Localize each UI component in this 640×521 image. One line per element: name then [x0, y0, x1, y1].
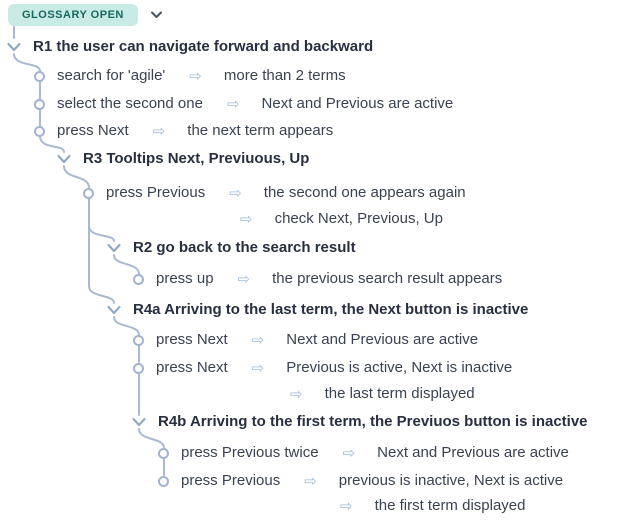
step-result: the first term displayed: [374, 497, 526, 514]
step-result: Next and Previous are active: [261, 95, 454, 112]
step-result: Next and Previous are active: [286, 331, 479, 348]
badge-dropdown-chevron-icon[interactable]: [150, 11, 163, 19]
implies-arrow-icon: ⇨: [251, 359, 265, 377]
step-bullet-icon: [158, 475, 169, 487]
test-step-row[interactable]: press Previous ⇨ the second one appears …: [83, 182, 466, 204]
implies-arrow-icon: ⇨: [237, 270, 251, 288]
extra-result-row[interactable]: ⇨ the last term displayed: [290, 383, 475, 405]
test-step-row[interactable]: press Next ⇨ Next and Previous are activ…: [133, 329, 478, 351]
implies-arrow-icon: ⇨: [251, 331, 265, 349]
requirement-row-r4a[interactable]: R4a Arriving to the last term, the Next …: [106, 299, 528, 321]
test-step-row[interactable]: press Next ⇨ the next term appears: [34, 120, 333, 142]
step-action: press Next: [156, 359, 228, 376]
requirement-title: R4b Arriving to the first term, the Prev…: [158, 413, 588, 430]
collapse-chevron-icon[interactable]: [106, 305, 122, 315]
implies-arrow-icon: ⇨: [304, 472, 317, 490]
step-result: previous is inactive, Next is active: [338, 472, 564, 489]
extra-result-row[interactable]: ⇨ check Next, Previous, Up: [240, 208, 443, 230]
requirement-title: R2 go back to the search result: [133, 239, 356, 256]
step-action: select the second one: [57, 95, 203, 112]
implies-arrow-icon: ⇨: [290, 385, 303, 403]
implies-arrow-icon: ⇨: [240, 210, 253, 228]
step-result: the previous search result appears: [272, 270, 503, 287]
implies-arrow-icon: ⇨: [229, 184, 242, 202]
step-action: press Previous: [181, 472, 281, 489]
step-result: the next term appears: [187, 122, 334, 139]
test-step-row[interactable]: press Previous ⇨ previous is inactive, N…: [158, 470, 563, 492]
implies-arrow-icon: ⇨: [152, 122, 166, 140]
requirement-row-r3[interactable]: R3 Tooltips Next, Previuous, Up: [56, 148, 309, 170]
step-action: press Next: [156, 331, 228, 348]
glossary-state-row: GLOSSARY OPEN: [8, 4, 163, 26]
step-bullet-icon: [34, 125, 45, 137]
collapse-chevron-icon[interactable]: [6, 42, 22, 52]
step-result: Previous is active, Next is inactive: [286, 359, 513, 376]
step-result: Next and Previous are active: [377, 444, 569, 461]
collapse-chevron-icon[interactable]: [106, 243, 122, 253]
step-result: the last term displayed: [324, 385, 475, 402]
extra-result-row[interactable]: ⇨ the first term displayed: [340, 495, 525, 517]
step-action: press up: [156, 270, 214, 287]
requirement-row-r4b[interactable]: R4b Arriving to the first term, the Prev…: [131, 411, 588, 433]
requirement-title: R1 the user can navigate forward and bac…: [33, 38, 374, 55]
requirement-title: R4a Arriving to the last term, the Next …: [133, 301, 529, 318]
step-result: check Next, Previous, Up: [274, 210, 443, 227]
step-result: the second one appears again: [263, 184, 466, 201]
implies-arrow-icon: ⇨: [342, 444, 356, 462]
step-action: search for 'agile': [57, 67, 166, 84]
implies-arrow-icon: ⇨: [340, 497, 353, 515]
step-action: press Next: [57, 122, 129, 139]
requirement-row-r2[interactable]: R2 go back to the search result: [106, 237, 356, 259]
step-bullet-icon: [34, 70, 45, 82]
step-bullet-icon: [158, 447, 169, 459]
test-step-row[interactable]: press Next ⇨ Previous is active, Next is…: [133, 357, 512, 379]
test-step-row[interactable]: press up ⇨ the previous search result ap…: [133, 268, 502, 290]
step-bullet-icon: [133, 362, 144, 374]
implies-arrow-icon: ⇨: [226, 95, 240, 113]
step-bullet-icon: [133, 334, 144, 346]
step-bullet-icon: [133, 273, 144, 285]
test-step-row[interactable]: select the second one ⇨ Next and Previou…: [34, 93, 453, 115]
step-result: more than 2 terms: [223, 67, 346, 84]
step-bullet-icon: [83, 187, 94, 199]
implies-arrow-icon: ⇨: [189, 67, 202, 85]
collapse-chevron-icon[interactable]: [131, 417, 147, 427]
test-step-row[interactable]: press Previous twice ⇨ Next and Previous…: [158, 442, 569, 464]
step-bullet-icon: [34, 98, 45, 110]
requirement-title: R3 Tooltips Next, Previuous, Up: [83, 150, 310, 167]
glossary-open-badge[interactable]: GLOSSARY OPEN: [8, 4, 138, 26]
test-step-row[interactable]: search for 'agile' ⇨ more than 2 terms: [34, 65, 346, 87]
step-action: press Previous: [106, 184, 206, 201]
collapse-chevron-icon[interactable]: [56, 154, 72, 164]
step-action: press Previous twice: [181, 444, 319, 461]
requirement-row-r1[interactable]: R1 the user can navigate forward and bac…: [6, 36, 373, 58]
